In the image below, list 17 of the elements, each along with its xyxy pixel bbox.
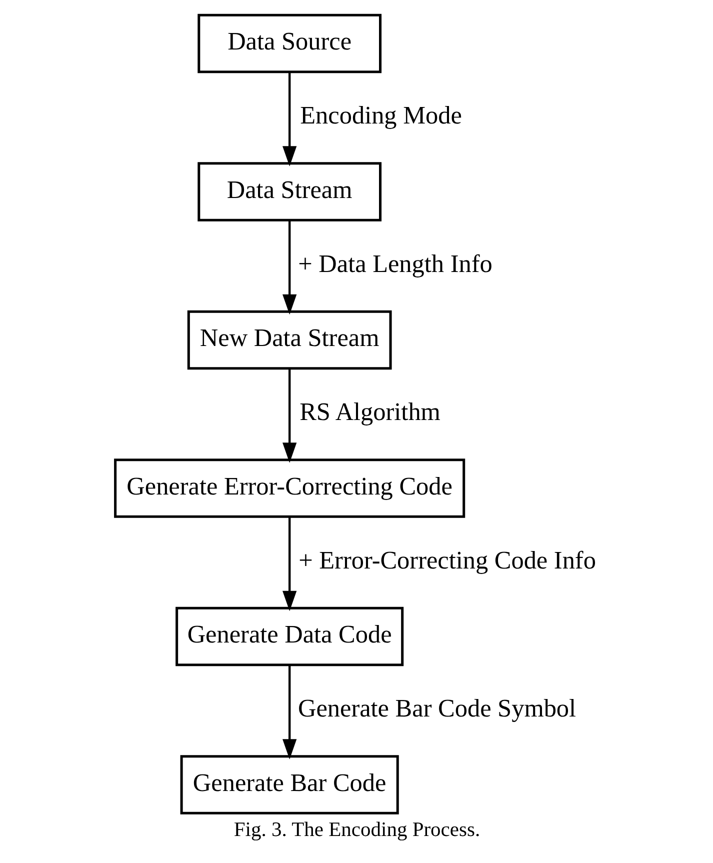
node-box: Generate Data Code [175, 606, 404, 666]
caption: Fig. 3. The Encoding Process. [233, 818, 480, 841]
arrow [282, 665, 296, 760]
node-box: New Data Stream [186, 310, 392, 370]
node-box: Data Source [197, 14, 382, 74]
node-box: Generate Bar Code [180, 755, 398, 814]
edge-label: Encoding Mode [300, 102, 462, 130]
edge-label: + Error-Correcting Code Info [298, 547, 596, 574]
arrow [282, 368, 296, 463]
edge-label: RS Algorithm [299, 399, 440, 426]
edge-label: + Data Length Info [298, 250, 492, 278]
node-box: Data Stream [197, 162, 382, 222]
node-box: Generate Error-Correcting Code [114, 458, 465, 518]
arrow [282, 517, 296, 612]
arrow [282, 220, 296, 315]
edge-label: Generate Bar Code Symbol [298, 696, 576, 723]
arrow [282, 72, 296, 166]
